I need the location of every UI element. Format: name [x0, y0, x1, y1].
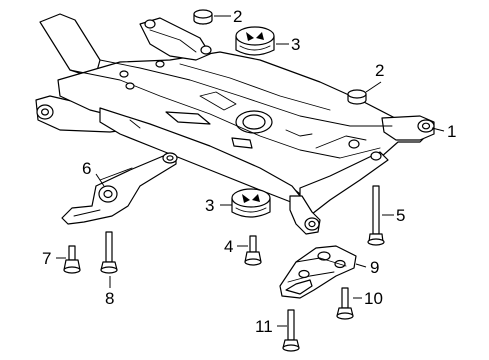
bolt-8	[100, 231, 118, 274]
subframe	[35, 13, 435, 235]
bolt-10	[336, 287, 354, 320]
callout-8: 8	[105, 289, 114, 308]
callout-6: 6	[82, 159, 91, 178]
callout-2b: 2	[375, 61, 384, 80]
callout-4: 4	[224, 237, 233, 256]
callout-9: 9	[370, 258, 379, 277]
callout-2a: 2	[233, 7, 242, 26]
callout-3a: 3	[291, 35, 300, 54]
mount-lower	[231, 188, 271, 218]
lower-mount-bracket	[279, 245, 357, 299]
callout-11: 11	[255, 317, 273, 336]
bushing-upper	[193, 9, 213, 25]
bolt-4	[244, 235, 262, 266]
mount-upper	[235, 26, 275, 56]
callout-3b: 3	[205, 196, 214, 215]
bolt-11	[282, 309, 300, 352]
bolt-5	[367, 185, 385, 246]
callout-5: 5	[396, 206, 405, 225]
torque-rod-bracket	[61, 152, 178, 225]
leader-lines	[56, 15, 445, 327]
bushing-lower	[347, 89, 367, 105]
callout-10: 10	[364, 289, 383, 308]
callout-7: 7	[42, 249, 51, 268]
callout-1: 1	[447, 122, 456, 141]
bolt-7	[63, 245, 81, 274]
